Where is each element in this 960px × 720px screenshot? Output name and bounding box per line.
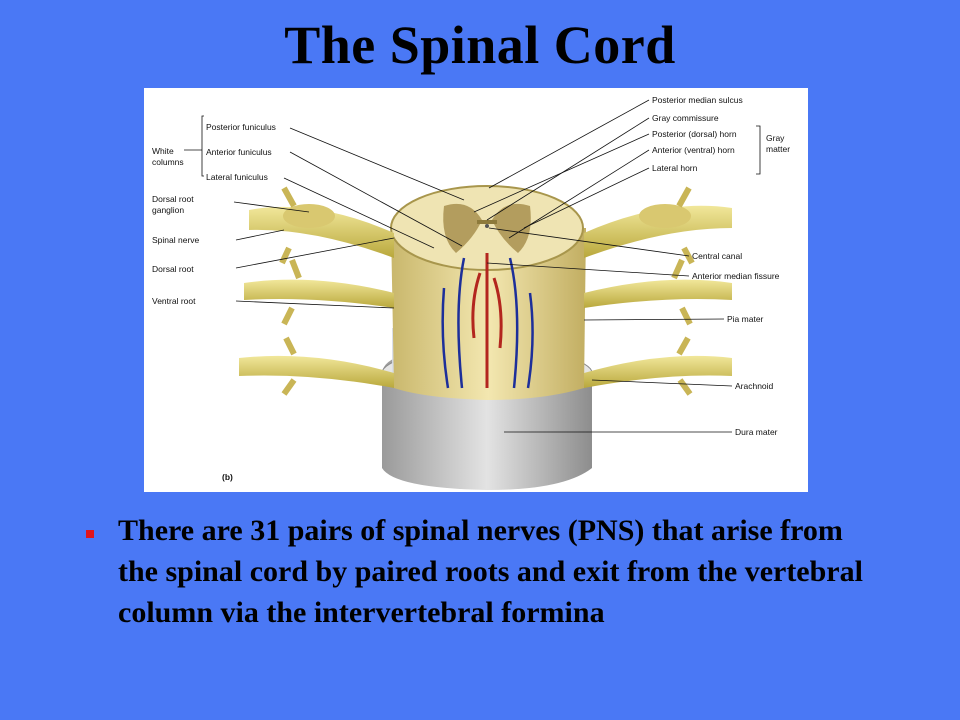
bullet-marker [86,530,94,538]
label-anterior-horn: Anterior (ventral) horn [652,145,735,155]
right-spinal-nerves [584,186,732,396]
label-dorsal-root-ganglion-2: ganglion [152,205,184,215]
label-white-columns-2: columns [152,157,184,167]
label-gray-matter-2: matter [766,144,790,154]
label-white-columns-1: White [152,146,174,156]
label-posterior-median-sulcus: Posterior median sulcus [652,95,743,105]
label-anterior-median-fissure: Anterior median fissure [692,271,780,281]
label-ventral-root: Ventral root [152,296,196,306]
panel-label: (b) [222,472,233,482]
label-anterior-funiculus: Anterior funiculus [206,147,272,157]
spinal-cord-illustration: White columns Posterior funiculus Anteri… [144,88,808,492]
label-arachnoid: Arachnoid [735,381,774,391]
label-dorsal-root-ganglion-1: Dorsal root [152,194,194,204]
spinal-cord-diagram: White columns Posterior funiculus Anteri… [152,95,790,490]
label-lateral-horn: Lateral horn [652,163,698,173]
bullet-text: There are 31 pairs of spinal nerves (PNS… [118,514,863,629]
label-central-canal: Central canal [692,251,742,261]
leader-lines [184,99,761,433]
label-dorsal-root: Dorsal root [152,264,194,274]
label-gray-commissure: Gray commissure [652,113,719,123]
label-posterior-horn: Posterior (dorsal) horn [652,129,737,139]
label-lateral-funiculus: Lateral funiculus [206,172,268,182]
label-gray-matter-1: Gray [766,133,785,143]
label-pia-mater: Pia mater [727,314,764,324]
slide-title: The Spinal Cord [284,15,676,75]
spinal-cord-body [390,185,586,400]
label-posterior-funiculus: Posterior funiculus [206,122,276,132]
label-dura-mater: Dura mater [735,427,778,437]
label-spinal-nerve: Spinal nerve [152,235,200,245]
